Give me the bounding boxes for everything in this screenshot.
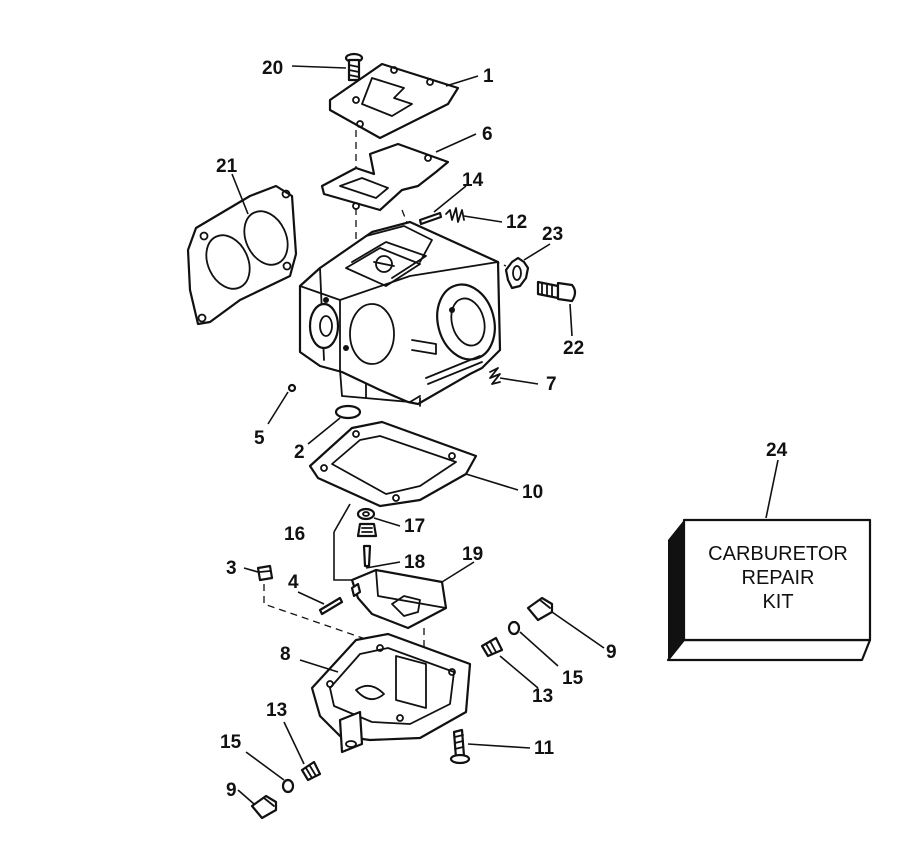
callout-9-upper: 9 bbox=[606, 642, 617, 663]
callout-5: 5 bbox=[254, 428, 265, 449]
part-12-spring bbox=[445, 207, 465, 223]
callout-16: 16 bbox=[284, 524, 305, 545]
callout-9-lower: 9 bbox=[226, 780, 237, 801]
callout-21: 21 bbox=[216, 156, 238, 177]
part-18-pin bbox=[350, 582, 362, 598]
callout-6: 6 bbox=[482, 124, 493, 145]
callout-13-lower: 13 bbox=[266, 700, 287, 721]
callout-18: 18 bbox=[404, 552, 425, 573]
part-23-lock-washer bbox=[504, 256, 530, 290]
part-17-ring bbox=[356, 507, 376, 521]
callout-4: 4 bbox=[288, 572, 299, 593]
kit-label-line-1: CARBURETOR bbox=[708, 543, 848, 565]
part-10-gasket bbox=[308, 420, 478, 508]
callout-labels: 20 1 6 21 14 12 23 22 7 5 2 10 16 17 18 … bbox=[216, 58, 788, 801]
callout-11: 11 bbox=[534, 738, 555, 759]
callout-7: 7 bbox=[546, 374, 557, 395]
callout-2: 2 bbox=[294, 442, 305, 463]
part-9-plug-screw-lower bbox=[250, 794, 278, 820]
part-3-plug bbox=[256, 564, 274, 582]
part-19-float bbox=[350, 568, 448, 630]
callout-20: 20 bbox=[262, 58, 283, 79]
callout-3: 3 bbox=[226, 558, 237, 579]
callout-23: 23 bbox=[542, 224, 563, 245]
part-7-spring bbox=[489, 367, 501, 385]
part-15-washer-lower bbox=[281, 778, 295, 794]
part-4-pin bbox=[318, 596, 344, 616]
part-16-needle-seat bbox=[356, 522, 378, 568]
part-11-screw bbox=[449, 728, 471, 765]
part-14-pin bbox=[418, 211, 443, 226]
part-13-jet-lower bbox=[300, 760, 322, 782]
carburetor-body bbox=[298, 220, 502, 407]
leader-lines bbox=[231, 65, 779, 805]
callout-10: 10 bbox=[522, 482, 543, 503]
part-22-screw bbox=[536, 280, 577, 303]
part-15-washer-upper bbox=[507, 620, 521, 636]
callout-24: 24 bbox=[766, 440, 788, 461]
callout-13-upper: 13 bbox=[532, 686, 553, 707]
callout-14: 14 bbox=[462, 170, 484, 191]
part-24-repair-kit-box bbox=[666, 518, 872, 662]
part-6-gasket bbox=[320, 142, 450, 212]
callout-19: 19 bbox=[462, 544, 483, 565]
callout-1: 1 bbox=[483, 66, 494, 87]
part-5-ball bbox=[287, 383, 297, 393]
part-2-disc bbox=[334, 404, 362, 420]
kit-label-line-2: REPAIR bbox=[742, 567, 815, 589]
part-8-float-bowl bbox=[310, 632, 472, 754]
part-1-cover-plate bbox=[328, 62, 460, 140]
callout-22: 22 bbox=[563, 338, 584, 359]
callout-17: 17 bbox=[404, 516, 425, 537]
callout-12: 12 bbox=[506, 212, 527, 233]
part-20-screw bbox=[344, 52, 364, 82]
callout-8: 8 bbox=[280, 644, 291, 665]
part-21-flange-gasket bbox=[186, 184, 298, 326]
part-9-plug-screw-upper bbox=[526, 596, 554, 622]
callout-15-upper: 15 bbox=[562, 668, 584, 689]
part-13-jet-upper bbox=[480, 636, 504, 658]
kit-label-line-3: KIT bbox=[762, 591, 793, 613]
callout-15-lower: 15 bbox=[220, 732, 242, 753]
